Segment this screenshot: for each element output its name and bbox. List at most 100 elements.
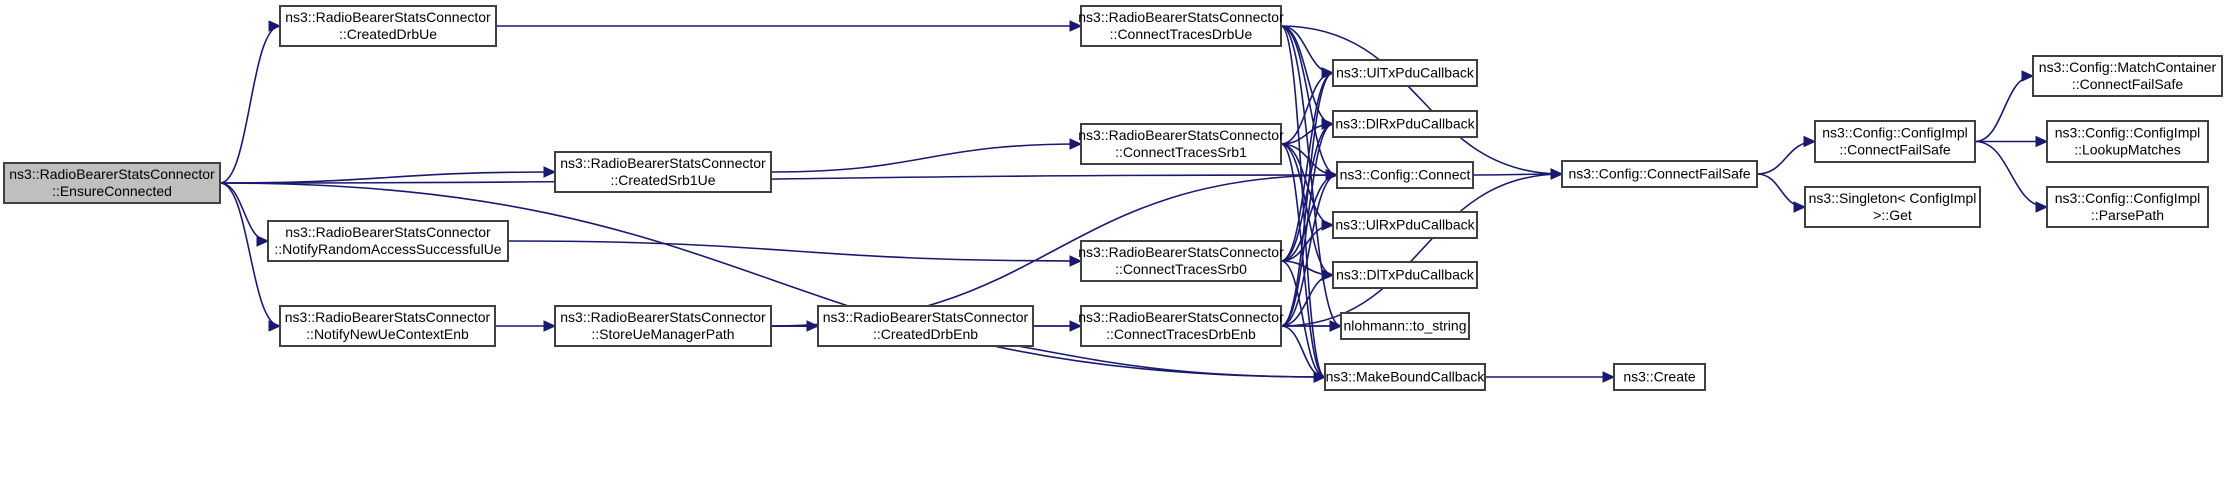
node-box [267, 220, 509, 262]
node-label: ns3::Create [1623, 369, 1696, 385]
edge-cfgConnect-to-cfgCFS [1472, 168, 1564, 180]
edge-implCFS-to-lookup [1974, 135, 2049, 148]
node-label: ns3::Config::Connect [1340, 167, 1471, 183]
nodes-layer: ns3::RadioBearerStatsConnector::EnsureCo… [3, 5, 2223, 391]
arrowhead-icon [268, 20, 282, 32]
node-ctSrb0[interactable]: ns3::RadioBearerStatsConnector::ConnectT… [1078, 240, 1284, 282]
node-ensure[interactable]: ns3::RadioBearerStatsConnector::EnsureCo… [3, 162, 221, 204]
node-box [554, 151, 772, 193]
edge-makeBound-to-create [1485, 371, 1616, 383]
node-toString[interactable]: nlohmann::to_string [1340, 312, 1470, 340]
node-box [1332, 59, 1478, 87]
node-label: ::CreatedDrbEnb [873, 326, 978, 342]
node-label: ::ParsePath [2091, 207, 2164, 223]
arrowhead-icon [2035, 135, 2049, 148]
edges-layer [219, 20, 2049, 383]
edge-ctDrbEnb-to-dlRx [1280, 118, 1335, 327]
node-label: ::NotifyRandomAccessSuccessfulUe [274, 241, 501, 257]
arrowhead-icon [1803, 135, 1817, 148]
arrowhead-icon [1321, 219, 1335, 231]
node-box [1804, 186, 1981, 228]
edge-ctSrb1-to-makeBound [1280, 143, 1327, 383]
arrowhead-icon [1069, 255, 1083, 267]
arrowhead-icon [2021, 70, 2035, 82]
node-label: ns3::RadioBearerStatsConnector [1078, 309, 1284, 325]
node-ulRx[interactable]: ns3::UlRxPduCallback [1332, 211, 1478, 239]
arrowhead-icon [1069, 138, 1083, 150]
node-ctDrbEnb[interactable]: ns3::RadioBearerStatsConnector::ConnectT… [1078, 305, 1284, 347]
edge-notifyRA-to-ctSrb0 [507, 240, 1083, 267]
arrowhead-icon [1321, 67, 1335, 79]
arrowhead-icon [1321, 118, 1335, 130]
node-lookup[interactable]: ns3::Config::ConfigImpl::LookupMatches [2046, 120, 2209, 163]
edge-ensure-to-createdSrb1Ue [219, 166, 557, 184]
node-label: ::ConnectFailSafe [2072, 76, 2183, 92]
node-createdDrbEnb[interactable]: ns3::RadioBearerStatsConnector::CreatedD… [817, 305, 1034, 347]
arrowhead-icon [1602, 371, 1616, 383]
node-label: ::ConnectTracesDrbEnb [1106, 326, 1256, 342]
node-label: ns3::Singleton< ConfigImpl [1809, 190, 1977, 206]
arrowhead-icon [1329, 320, 1343, 332]
node-label: ns3::Config::ConfigImpl [1822, 125, 1968, 141]
arrowhead-icon [1325, 169, 1339, 181]
node-box [1080, 123, 1282, 165]
arrowhead-icon [1069, 320, 1083, 332]
node-label: ns3::Config::ConfigImpl [2055, 125, 2201, 141]
node-notifyRA[interactable]: ns3::RadioBearerStatsConnector::NotifyRa… [267, 220, 509, 262]
node-matchCFS[interactable]: ns3::Config::MatchContainer::ConnectFail… [2032, 55, 2223, 97]
node-makeBound[interactable]: ns3::MakeBoundCallback [1324, 363, 1486, 391]
node-parse[interactable]: ns3::Config::ConfigImpl::ParsePath [2046, 186, 2209, 228]
node-label: ns3::RadioBearerStatsConnector [285, 309, 491, 325]
node-ctSrb1[interactable]: ns3::RadioBearerStatsConnector::ConnectT… [1078, 123, 1284, 165]
node-ctDrbUe[interactable]: ns3::RadioBearerStatsConnector::ConnectT… [1078, 5, 1284, 47]
edge-ctDrbEnb-to-cfgConnect [1280, 169, 1339, 327]
node-label: ::NotifyNewUeContextEnb [306, 326, 469, 342]
node-label: ::CreatedDrbUe [339, 26, 437, 42]
node-implCFS[interactable]: ns3::Config::ConfigImpl::ConnectFailSafe [1814, 120, 1976, 163]
edge-createdDrbEnb-to-ctDrbEnb [1033, 320, 1083, 332]
node-box [2032, 55, 2223, 97]
node-create[interactable]: ns3::Create [1613, 363, 1706, 391]
node-box [3, 162, 221, 204]
node-label: ns3::DlRxPduCallback [1335, 116, 1475, 132]
arrowhead-icon [543, 166, 557, 178]
arrowhead-icon [543, 320, 557, 332]
edge-ensure-to-makeBound [219, 182, 1327, 383]
node-cfgCFS[interactable]: ns3::Config::ConnectFailSafe [1561, 160, 1758, 188]
node-box [1340, 312, 1470, 340]
arrowhead-icon [1793, 201, 1807, 213]
node-label: ::ConnectTracesSrb0 [1115, 261, 1247, 277]
node-label: ns3::Config::MatchContainer [2039, 59, 2217, 75]
node-label: nlohmann::to_string [1344, 318, 1467, 334]
node-notifyNewUe[interactable]: ns3::RadioBearerStatsConnector::NotifyNe… [279, 305, 496, 347]
node-ulTx[interactable]: ns3::UlTxPduCallback [1332, 59, 1478, 87]
node-dlTx[interactable]: ns3::DlTxPduCallback [1332, 261, 1478, 289]
node-label: ns3::DlTxPduCallback [1336, 267, 1475, 283]
edge-implCFS-to-parse [1974, 140, 2049, 213]
node-createdDrbUe[interactable]: ns3::RadioBearerStatsConnector::CreatedD… [279, 5, 497, 47]
node-box [1332, 110, 1478, 138]
node-label: ns3::RadioBearerStatsConnector [1078, 9, 1284, 25]
node-box [1561, 160, 1758, 188]
edge-cfgCFS-to-implCFS [1756, 135, 1817, 175]
edge-ensure-to-createdDrbUe [219, 20, 282, 184]
node-singleton[interactable]: ns3::Singleton< ConfigImpl>::Get [1804, 186, 1981, 228]
node-label: ::ConnectTracesDrbUe [1110, 26, 1253, 42]
node-box [1080, 305, 1282, 347]
node-cfgConnect[interactable]: ns3::Config::Connect [1336, 161, 1474, 189]
edge-ctSrb0-to-ulRx [1280, 219, 1335, 262]
node-storeUe[interactable]: ns3::RadioBearerStatsConnector::StoreUeM… [554, 305, 772, 347]
node-label: ::ConnectTracesSrb1 [1115, 144, 1247, 160]
arrowhead-icon [1550, 168, 1564, 180]
node-box [817, 305, 1034, 347]
node-dlRx[interactable]: ns3::DlRxPduCallback [1332, 110, 1478, 138]
node-label: ns3::Config::ConnectFailSafe [1568, 166, 1750, 182]
node-createdSrb1Ue[interactable]: ns3::RadioBearerStatsConnector::CreatedS… [554, 151, 772, 193]
edge-createdSrb1Ue-to-ctSrb1 [770, 138, 1083, 173]
arrowhead-icon [1069, 20, 1083, 32]
node-box [2046, 120, 2209, 163]
node-label: ns3::RadioBearerStatsConnector [285, 224, 491, 240]
edge-ctDrbEnb-to-makeBound [1280, 325, 1327, 383]
arrowhead-icon [256, 235, 270, 247]
node-label: ns3::MakeBoundCallback [1326, 369, 1486, 385]
